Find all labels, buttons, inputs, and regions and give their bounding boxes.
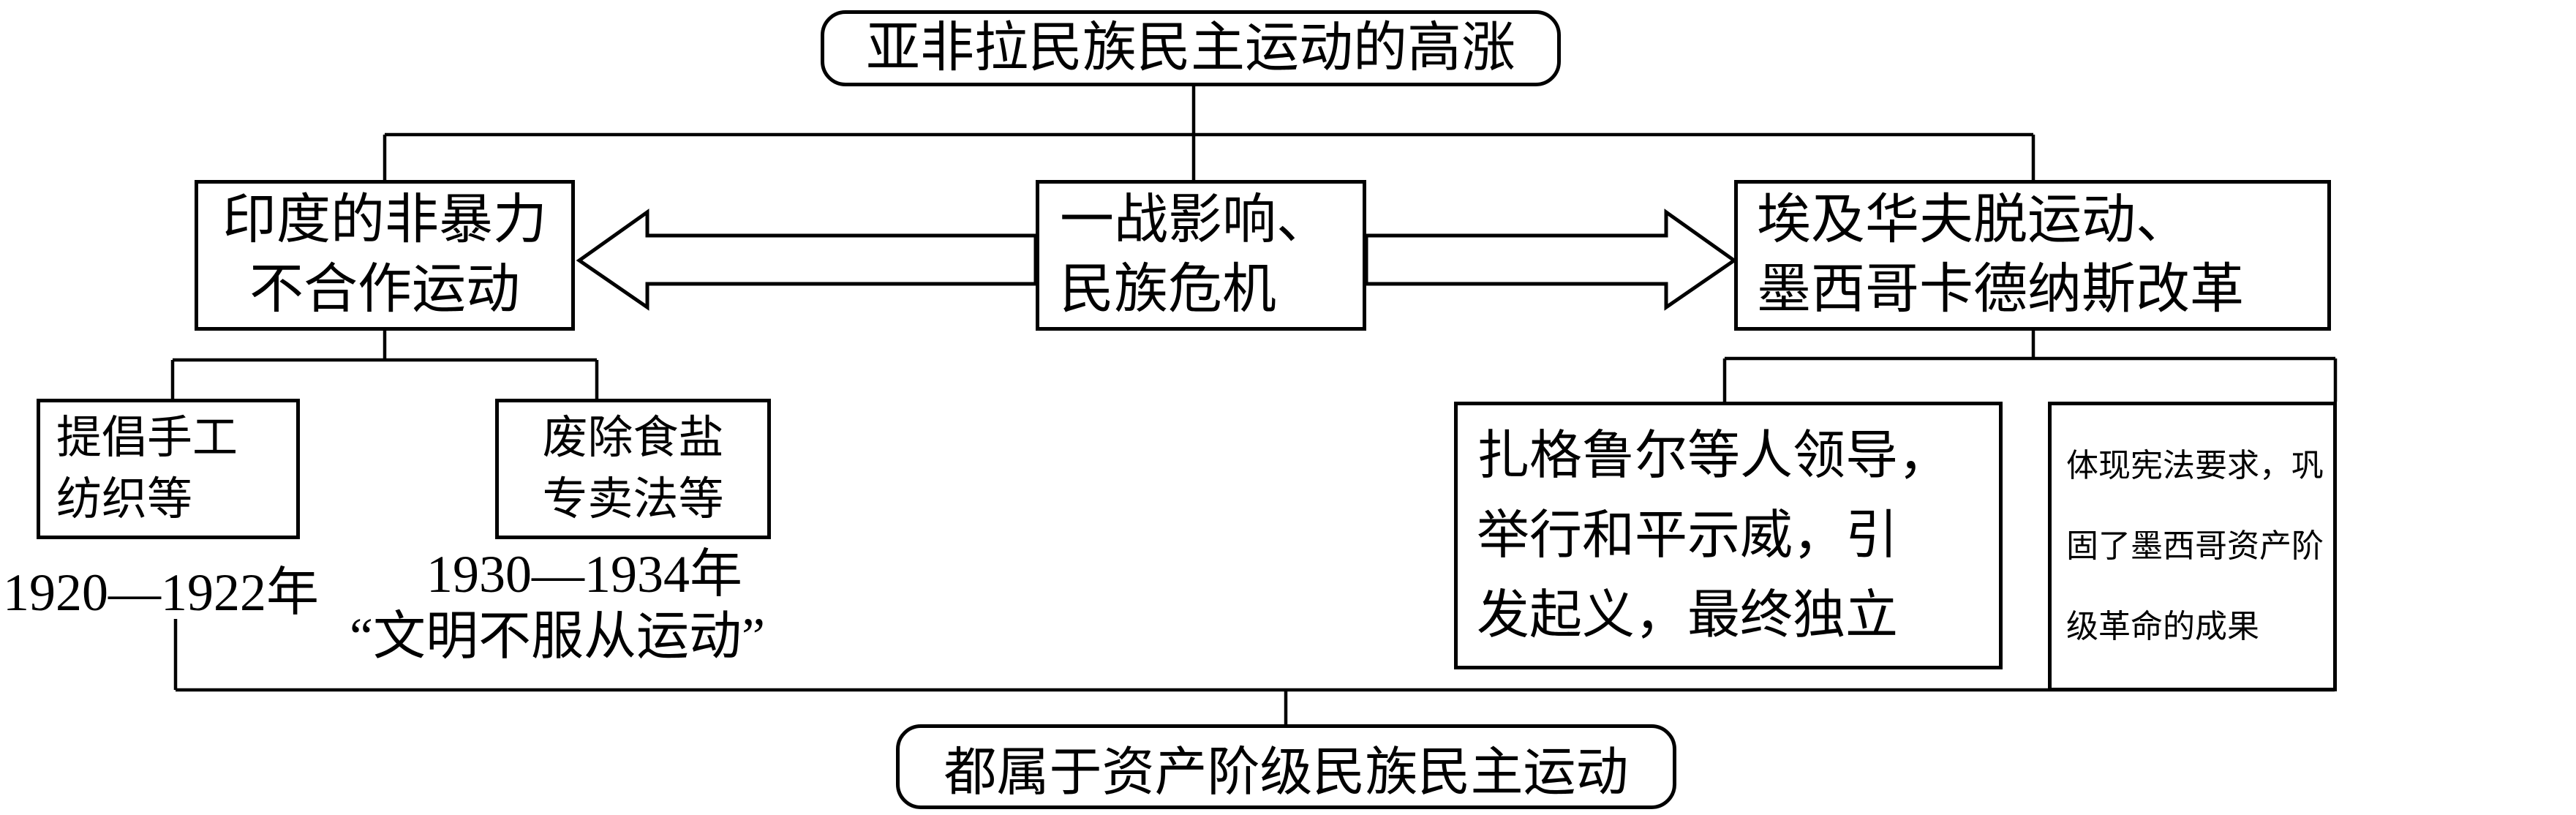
label-civil-disobedience: “文明不服从运动”	[350, 607, 765, 666]
node-egypt-mexico-line2: 墨西哥卡德纳斯改革	[1757, 260, 2244, 320]
node-zaghlul-line2: 举行和平示威，引	[1477, 506, 1899, 565]
node-salt-law-line1: 废除食盐	[542, 413, 724, 463]
left-block-arrow-icon	[576, 209, 1038, 311]
label-date-1920-1922: 1920—1922年	[3, 563, 320, 622]
node-handweaving-line1: 提倡手工	[56, 413, 238, 463]
node-constitution-line2: 固了墨西哥资产阶	[2066, 528, 2324, 564]
node-constitution: 体现宪法要求，巩 固了墨西哥资产阶 级革命的成果	[2048, 402, 2337, 691]
node-india-line2: 不合作运动	[249, 260, 520, 320]
node-constitution-line1: 体现宪法要求，巩	[2066, 448, 2324, 484]
node-constitution-line3: 级革命的成果	[2066, 609, 2259, 645]
node-egypt-mexico-line1: 埃及华夫脱运动、	[1757, 190, 2190, 250]
node-zaghlul-line1: 扎格鲁尔等人领导，	[1477, 426, 1951, 485]
node-india-movement: 印度的非暴力 不合作运动	[195, 180, 575, 331]
node-ww1-cause: 一战影响、 民族危机	[1036, 180, 1366, 331]
node-handweaving: 提倡手工 纺织等	[37, 399, 300, 539]
node-bottom-conclusion: 都属于资产阶级民族民主运动	[896, 724, 1676, 809]
node-top-title: 亚非拉民族民主运动的高涨	[821, 10, 1561, 86]
node-ww1-line2: 民族危机	[1060, 260, 1276, 320]
right-block-arrow-icon	[1364, 209, 1738, 311]
node-top-title-text: 亚非拉民族民主运动的高涨	[866, 18, 1515, 78]
node-egypt-mexico: 埃及华夫脱运动、 墨西哥卡德纳斯改革	[1734, 180, 2331, 331]
label-date-1930-1934: 1930—1934年	[426, 545, 743, 604]
node-ww1-line1: 一战影响、	[1060, 190, 1330, 250]
node-handweaving-line2: 纺织等	[56, 475, 193, 525]
node-india-line1: 印度的非暴力	[222, 190, 547, 250]
node-bottom-conclusion-text: 都属于资产阶级民族民主运动	[944, 743, 1629, 802]
node-zaghlul: 扎格鲁尔等人领导， 举行和平示威，引 发起义，最终独立	[1454, 402, 2003, 669]
node-salt-law-line2: 专卖法等	[542, 475, 724, 525]
node-zaghlul-line3: 发起义，最终独立	[1477, 585, 1899, 645]
node-salt-law: 废除食盐 专卖法等	[495, 399, 771, 539]
